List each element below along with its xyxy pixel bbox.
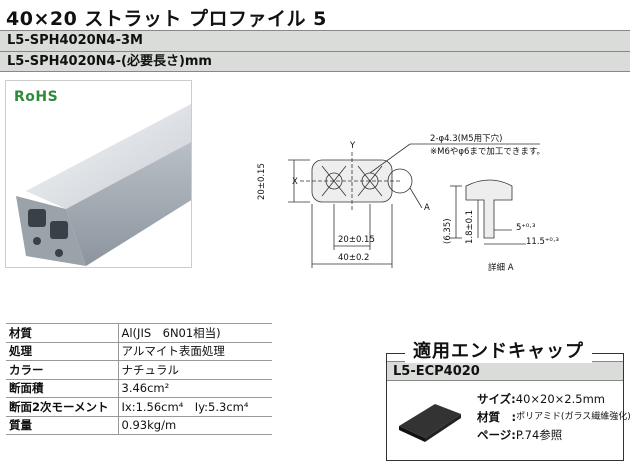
endcap-title: 適用エンドキャップ — [405, 337, 592, 363]
dim-1-8: 1.8±0.1 — [465, 210, 475, 244]
dim-11-5: 11.5⁺⁰·³ — [526, 237, 559, 247]
cross-section-drawing: 2-φ4.3(M5用下穴) ※M6やφ6まで加工できます。 Y X 20±0.1… — [257, 133, 559, 273]
dim-width: 40±0.2 — [338, 253, 369, 263]
table-row: カラーナチュラル — [6, 360, 272, 380]
axis-y-label: Y — [349, 141, 356, 151]
dim-6-35: (6.35) — [443, 218, 453, 244]
hole-note-2: ※M6やφ6まで加工できます。 — [430, 146, 545, 157]
table-row: 処理アルマイト表面処理 — [6, 341, 272, 361]
detail-label: 詳細 A — [488, 262, 514, 273]
detail-marker: A — [424, 203, 430, 213]
endcap-info: サイズ:40×20×2.5mm 材質 :ポリアミド(ガラス繊維強化) ページ:P… — [477, 392, 630, 442]
endcap-image — [399, 404, 461, 442]
hole-note-1: 2-φ4.3(M5用下穴) — [430, 133, 502, 144]
extrusion-illustration — [16, 104, 191, 266]
dim-5: 5⁺⁰·³ — [516, 223, 535, 233]
dim-pitch: 20±0.15 — [338, 235, 375, 245]
dim-height: 20±0.15 — [257, 163, 267, 200]
axis-x-label: X — [292, 177, 298, 187]
part-number-3m: L5-SPH4020N4-3M — [0, 30, 630, 51]
endcap-part-number: L5-ECP4020 — [387, 361, 623, 381]
product-photo: RoHS — [5, 80, 192, 268]
rohs-badge: RoHS — [14, 89, 59, 105]
endcap-panel: L5-ECP4020 サイズ:40×20×2.5mm 材質 :ポリアミド(ガラス… — [386, 353, 630, 461]
page-title: 40×20 ストラット プロファイル 5 — [6, 8, 327, 30]
part-number-custom: L5-SPH4020N4-(必要長さ)mm — [0, 51, 630, 72]
